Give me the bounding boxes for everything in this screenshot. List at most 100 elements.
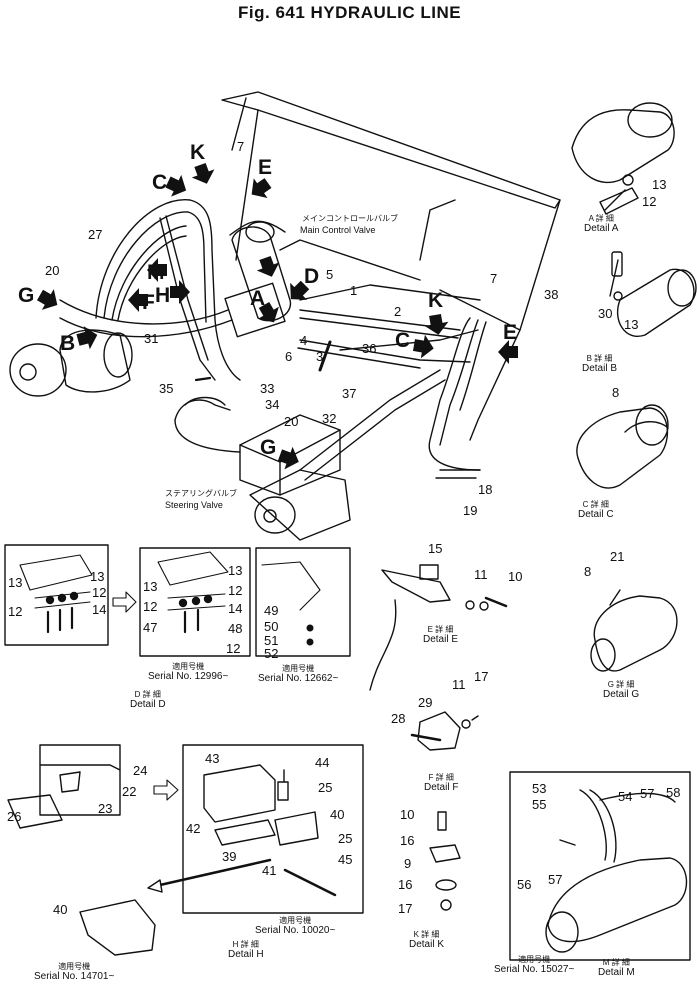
- detail-h-part-40b: 40: [53, 902, 68, 917]
- detail-d2-part-47: 47: [143, 620, 158, 635]
- detail-f-label: Detail F: [424, 782, 459, 793]
- detail-d-label: Detail D: [130, 699, 166, 710]
- detail-c-drawing: [576, 404, 669, 489]
- detail-h-part-40a: 40: [330, 807, 345, 822]
- detail-d1-part-13a: 13: [8, 575, 23, 590]
- detail-m-part-57a: 57: [640, 786, 655, 801]
- part-2: 2: [394, 304, 402, 319]
- detail-m-part-55: 55: [532, 797, 547, 812]
- letter-d: D: [304, 265, 320, 288]
- part-20-lower: 20: [284, 414, 299, 429]
- letter-g: G: [18, 284, 35, 307]
- part-37: 37: [342, 386, 357, 401]
- detail-h2-serial-jp: 適用号機: [58, 962, 91, 971]
- part-7: 7: [237, 139, 245, 154]
- detail-k-label: Detail K: [409, 939, 445, 950]
- detail-a-part-13: 13: [652, 177, 667, 192]
- detail-a-label: Detail A: [584, 223, 619, 234]
- detail-h-part-25b: 25: [338, 831, 353, 846]
- detail-g-part-21: 21: [610, 549, 625, 564]
- detail-h-part-23: 23: [98, 801, 113, 816]
- letter-e: E: [258, 156, 273, 179]
- detail-d2-part-12a: 12: [143, 599, 158, 614]
- detail-b-drawing: [609, 251, 697, 337]
- part-20: 20: [45, 263, 60, 278]
- detail-h-box: [182, 744, 364, 914]
- detail-h-part-41: 41: [262, 863, 277, 878]
- detail-h-part-24: 24: [133, 763, 148, 778]
- detail-m-label: Detail M: [598, 967, 635, 978]
- letter-h: H: [155, 284, 171, 307]
- detail-m-box: [509, 771, 691, 961]
- detail-d-box-3: [255, 547, 351, 657]
- detail-k-part-9: 9: [404, 856, 412, 871]
- detail-h-drawing: [7, 744, 337, 897]
- part-34: 34: [265, 397, 280, 412]
- detail-m-part-54: 54: [618, 789, 633, 804]
- detail-d2-part-12b: 12: [228, 583, 243, 598]
- detail-b-label: Detail B: [582, 363, 618, 374]
- letter-m: M: [147, 261, 165, 284]
- detail-c-part-8: 8: [612, 385, 620, 400]
- detail-a-jp: A 詳 細: [588, 214, 614, 223]
- detail-a-drawing: [571, 102, 675, 215]
- detail-d3-part-51: 51: [264, 633, 279, 648]
- part-27: 27: [88, 227, 103, 242]
- detail-g-part-8: 8: [584, 564, 592, 579]
- detail-m-part-53: 53: [532, 781, 547, 796]
- detail-h-part-26: 26: [7, 809, 22, 824]
- part-19: 19: [463, 503, 478, 518]
- figure-title: Fig. 641 HYDRAULIC LINE: [238, 3, 462, 22]
- detail-e-drawing: [369, 564, 508, 691]
- detail-h-part-43: 43: [205, 751, 220, 766]
- part-6: 6: [285, 349, 293, 364]
- steering-valve: [239, 414, 341, 496]
- detail-d2-part-14: 14: [228, 601, 243, 616]
- letter-a: A: [250, 287, 266, 310]
- part-33: 33: [260, 381, 275, 396]
- part-32: 32: [322, 411, 337, 426]
- hose-loop-left: [95, 199, 241, 381]
- callout-steering-valve-jp: ステアリングバルブ: [165, 489, 237, 498]
- detail-m-drawing: [545, 789, 688, 953]
- detail-h-part-25a: 25: [318, 780, 333, 795]
- detail-b-part-30: 30: [598, 306, 613, 321]
- detail-d-serial: Serial No. 12996~: [148, 671, 229, 682]
- detail-m-serial: Serial No. 15027~: [494, 964, 575, 975]
- detail-g-label: Detail G: [603, 689, 640, 700]
- part-5: 5: [326, 267, 334, 282]
- detail-k-part-10: 10: [400, 807, 415, 822]
- detail-h-part-44: 44: [315, 755, 330, 770]
- letter-g-lower: G: [260, 436, 277, 459]
- cylinder-right: [249, 469, 351, 541]
- detail-k-drawing: [429, 811, 461, 911]
- detail-m-serial-jp: 適用号機: [518, 955, 551, 964]
- cylinder-left: [59, 329, 131, 393]
- part-7-right: 7: [490, 271, 498, 286]
- part-18: 18: [478, 482, 493, 497]
- part-35: 35: [159, 381, 174, 396]
- part-3: 3: [316, 349, 324, 364]
- detail-k-part-16a: 16: [400, 833, 415, 848]
- detail-h-serial: Serial No. 10020~: [255, 925, 336, 936]
- detail-d3-part-52: 52: [264, 646, 279, 661]
- detail-h-part-39: 39: [222, 849, 237, 864]
- detail-h-label: Detail H: [228, 949, 264, 960]
- detail-f-jp: F 詳 細: [428, 773, 454, 782]
- detail-k-part-16b: 16: [398, 877, 413, 892]
- detail-m-part-57b: 57: [548, 872, 563, 887]
- part-31: 31: [144, 331, 159, 346]
- letter-e-right: E: [503, 321, 518, 344]
- hose-right: [428, 317, 481, 471]
- callout-steering-valve: Steering Valve: [165, 500, 223, 510]
- letter-b: B: [60, 332, 76, 355]
- part-4: 4: [300, 333, 308, 348]
- detail-g-drawing: [590, 589, 678, 672]
- part-36: 36: [362, 341, 377, 356]
- detail-d1-part-13b: 13: [90, 569, 105, 584]
- part-1: 1: [350, 283, 358, 298]
- detail-f-part-28: 28: [391, 711, 406, 726]
- detail-e-part-10: 10: [508, 569, 523, 584]
- detail-d2-part-13a: 13: [143, 579, 158, 594]
